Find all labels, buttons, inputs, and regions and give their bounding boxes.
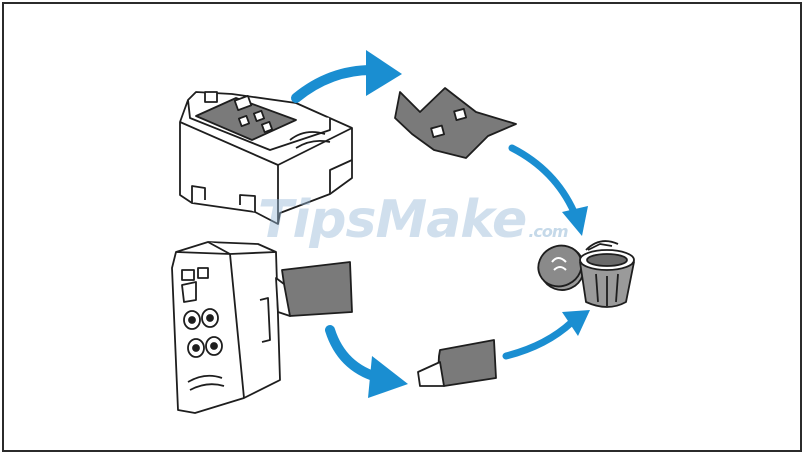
frame-border	[2, 2, 802, 452]
protective-tape-piece-icon	[417, 339, 497, 387]
watermark-logo: TipsMake.com	[258, 190, 569, 250]
flow-arrows	[291, 50, 590, 398]
ink-cartridge-front-icon	[171, 241, 281, 414]
protective-tape-icon	[275, 261, 353, 317]
ink-cartridge-icon	[179, 91, 353, 225]
arrow-tape-to-bin-head	[562, 310, 590, 336]
trash-bin-icon	[579, 240, 635, 308]
watermark-suffix: .com	[528, 222, 568, 241]
protective-cap-icon	[537, 244, 585, 291]
arrow-label-to-bin	[508, 144, 578, 216]
arrow-peel-label-head	[366, 50, 402, 96]
watermark-text: TipsMake	[258, 190, 527, 250]
protective-tape-icon	[394, 87, 517, 159]
arrow-label-to-bin-head	[562, 206, 588, 236]
arrow-remove-tape-head	[368, 356, 408, 398]
arrow-peel-label	[291, 65, 377, 103]
arrow-tape-to-bin	[502, 318, 576, 360]
